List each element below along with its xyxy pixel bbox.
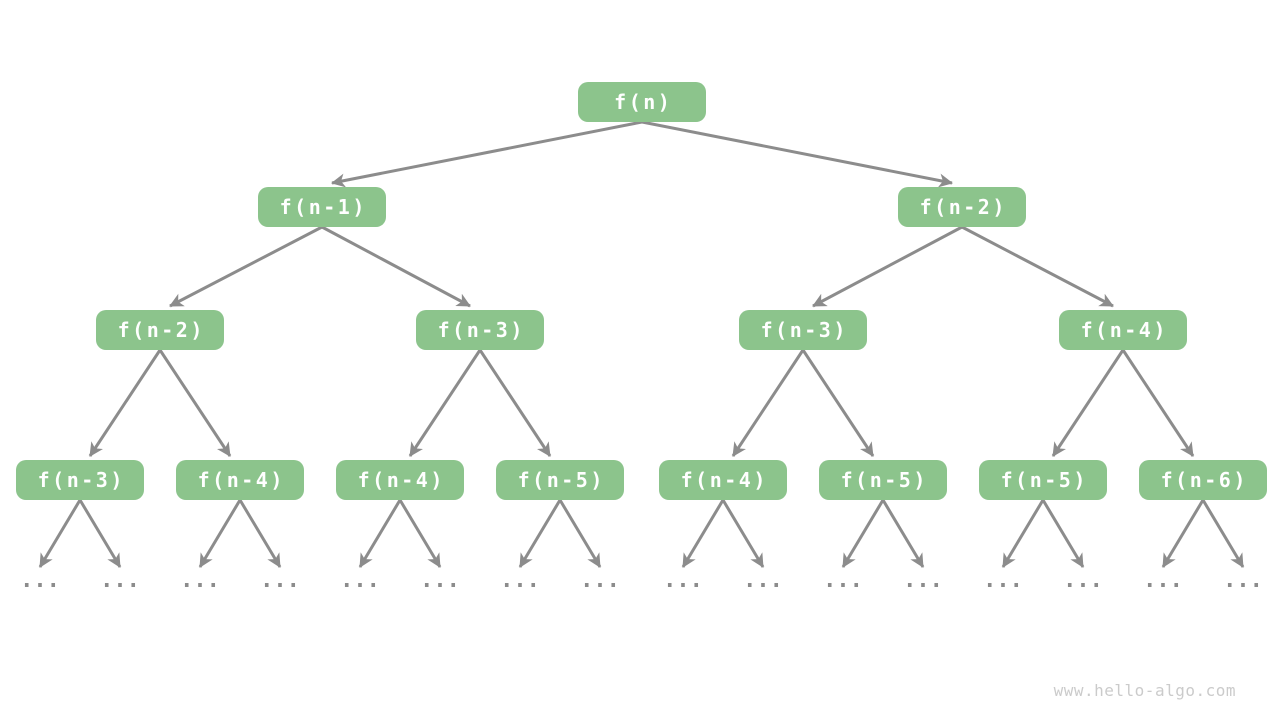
edge-arrow [78, 499, 122, 568]
edge-arrow [558, 499, 602, 568]
ellipsis-leaf: ... [743, 568, 783, 593]
ellipsis-leaf: ... [180, 568, 220, 593]
ellipsis-leaf: ... [340, 568, 380, 593]
edge-arrow [641, 120, 953, 188]
edge-arrow [158, 349, 232, 457]
ellipsis-leaf: ... [420, 568, 460, 593]
tree-node-n8: f(n-4) [176, 460, 304, 500]
edge-arrow [731, 349, 805, 457]
ellipsis-leaf: ... [983, 568, 1023, 593]
edge-arrow [88, 349, 162, 457]
tree-node-n0: f(n) [578, 82, 706, 122]
tree-node-n11: f(n-4) [659, 460, 787, 500]
tree-node-n6: f(n-4) [1059, 310, 1187, 350]
tree-node-n9: f(n-4) [336, 460, 464, 500]
ellipsis-leaf: ... [1223, 568, 1263, 593]
edge-arrow [1201, 499, 1245, 568]
edge-arrow [238, 499, 282, 568]
tree-node-n1: f(n-1) [258, 187, 386, 227]
edge-arrow [841, 499, 885, 568]
ellipsis-leaf: ... [903, 568, 943, 593]
edge-arrow [1041, 499, 1085, 568]
watermark: www.hello-algo.com [1053, 681, 1236, 700]
edge-arrow [331, 120, 643, 188]
edge-arrow [1001, 499, 1045, 568]
tree-node-n7: f(n-3) [16, 460, 144, 500]
tree-node-n5: f(n-3) [739, 310, 867, 350]
edge-arrow [681, 499, 725, 568]
ellipsis-leaf: ... [1143, 568, 1183, 593]
edge-arrow [801, 349, 875, 457]
ellipsis-leaf: ... [100, 568, 140, 593]
tree-node-n4: f(n-3) [416, 310, 544, 350]
ellipsis-leaf: ... [500, 568, 540, 593]
edge-arrow [812, 225, 963, 308]
ellipsis-leaf: ... [20, 568, 60, 593]
edge-arrow [358, 499, 402, 568]
edge-arrow [961, 225, 1114, 308]
edge-arrow [1121, 349, 1195, 457]
edge-arrow [478, 349, 552, 457]
tree-node-n13: f(n-5) [979, 460, 1107, 500]
ellipsis-leaf: ... [580, 568, 620, 593]
tree-node-n14: f(n-6) [1139, 460, 1267, 500]
edge-arrow [721, 499, 765, 568]
ellipsis-leaf: ... [260, 568, 300, 593]
edge-arrow [1051, 349, 1125, 457]
edge-arrow [518, 499, 562, 568]
ellipsis-leaf: ... [823, 568, 863, 593]
tree-node-n2: f(n-2) [898, 187, 1026, 227]
edge-arrow [38, 499, 82, 568]
edge-arrow [321, 225, 471, 308]
edge-arrow [198, 499, 242, 568]
ellipsis-leaf: ... [663, 568, 703, 593]
edge-arrow [398, 499, 442, 568]
edge-arrow [169, 225, 323, 308]
tree-node-n10: f(n-5) [496, 460, 624, 500]
tree-node-n3: f(n-2) [96, 310, 224, 350]
edge-arrow [881, 499, 925, 568]
edge-arrow [408, 349, 482, 457]
ellipsis-leaf: ... [1063, 568, 1103, 593]
edge-arrow [1161, 499, 1205, 568]
tree-node-n12: f(n-5) [819, 460, 947, 500]
